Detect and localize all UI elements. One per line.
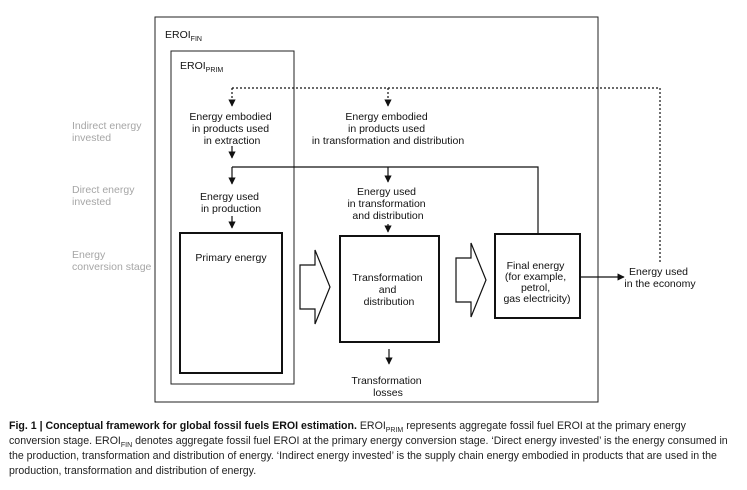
dotted-feedback-line (232, 87, 661, 262)
transformation-losses-label: Transformation losses (351, 375, 424, 399)
caption-fig-label: Fig. 1 | Conceptual framework for global… (9, 420, 357, 432)
block-arrow-primary-to-transformation (299, 249, 331, 325)
block-arrow-transformation-to-final (455, 242, 487, 318)
caption-sub-prim: PRIM (385, 427, 404, 435)
eroi-fin-boundary (154, 16, 599, 403)
eroi-prim-label: EROIPRIM (180, 60, 223, 74)
caption-text-3: denotes aggregate fossil fuel EROI at th… (9, 435, 728, 477)
node-energy-used-transformation: Energy used in transformation and distri… (347, 186, 428, 222)
node-embodied-transformation: Energy embodied in products used in tran… (312, 111, 464, 147)
node-embodied-extraction: Energy embodied in products used in extr… (189, 111, 274, 147)
solid-feedback-line (232, 166, 539, 234)
caption-text-2: represents aggregate fossil fuel EROI at… (9, 420, 686, 447)
eroi-prim-boundary (170, 50, 295, 385)
energy-used-economy-label: Energy used in the economy (624, 266, 696, 290)
transformation-distribution-box (339, 235, 440, 343)
eroi-fin-label: EROIFIN (165, 29, 202, 43)
caption-sub-fin: FIN (120, 442, 133, 450)
node-energy-used-production: Energy used in production (200, 191, 262, 215)
primary-energy-label: Primary energy (195, 252, 267, 264)
primary-energy-box (179, 232, 283, 374)
transformation-distribution-label: Transformation and distribution (352, 272, 425, 308)
figure-caption: Fig. 1 | Conceptual framework for global… (9, 419, 737, 479)
final-energy-label: Final energy (for example, petrol, gas e… (503, 260, 570, 305)
caption-text-1: EROI (356, 420, 386, 432)
